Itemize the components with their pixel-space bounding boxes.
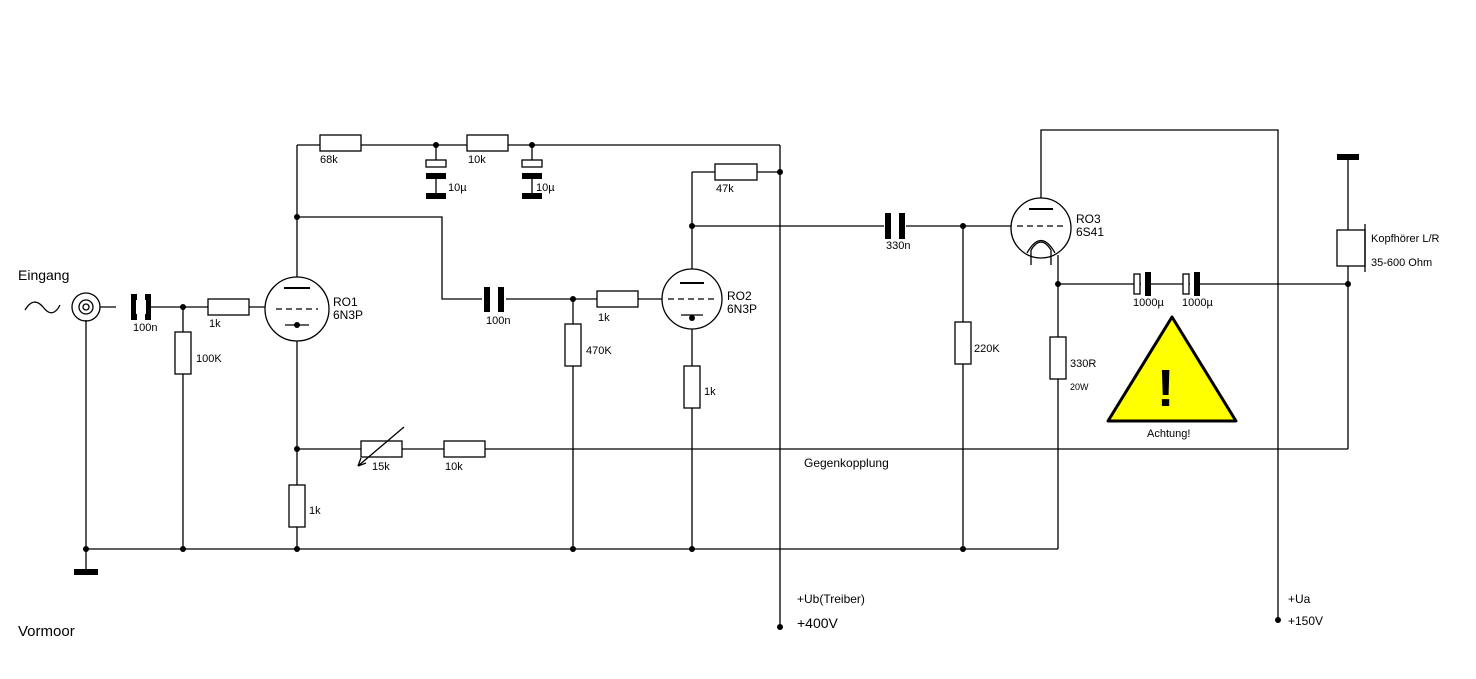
c-10u-2-label: 10µ — [536, 182, 555, 194]
diagram-title: Vormoor — [18, 623, 75, 640]
input-jack — [24, 292, 101, 322]
headphones-label-2: 35-600 Ohm — [1371, 257, 1432, 269]
grid-resistor-1 — [207, 298, 250, 316]
ro3-name: RO3 — [1076, 212, 1101, 226]
ro1-name: RO1 — [333, 295, 358, 309]
r-220k-label: 220K — [974, 343, 1000, 355]
c-out2-label: 1000µ — [1182, 297, 1213, 309]
tube-ro2 — [661, 268, 723, 330]
cathode-resistor-2 — [683, 365, 701, 409]
warning-label: Achtung! — [1147, 428, 1190, 440]
tube-ro1 — [264, 276, 330, 342]
input-capacitor — [131, 294, 151, 320]
junction-dots — [83, 142, 1351, 630]
r-10k-supply-label: 10k — [468, 154, 486, 166]
r-cath2-label: 1k — [704, 386, 716, 398]
r-68k-label: 68k — [320, 154, 338, 166]
input-label: Eingang — [18, 267, 69, 283]
r-10k-fb-label: 10k — [445, 461, 463, 473]
cathode-resistor-1 — [288, 484, 306, 528]
r-330r-power-label: 20W — [1070, 382, 1089, 392]
c-couple-label: 100n — [486, 315, 510, 327]
resistor-330r — [1049, 336, 1067, 380]
r-cath1-label: 1k — [309, 505, 321, 517]
feedback-potentiometer — [357, 426, 405, 467]
resistor-470k — [564, 323, 582, 367]
output-capacitor-2 — [1182, 272, 1200, 296]
resistor-10k-supply — [466, 134, 509, 152]
ro2-type: 6N3P — [727, 302, 757, 316]
ub-value: +400V — [797, 615, 839, 631]
r-470k-label: 470K — [586, 345, 612, 357]
resistor-47k — [714, 163, 758, 181]
capacitor-330n — [885, 213, 905, 239]
electrolytic-cap-1 — [425, 159, 447, 199]
r-grid2-label: 1k — [598, 312, 610, 324]
r-100k-label: 100K — [196, 353, 222, 365]
ub-label: +Ub(Treiber) — [797, 592, 865, 606]
grid-resistor-2 — [596, 290, 639, 308]
ac-source-icon — [24, 301, 61, 314]
c-10u-1-label: 10µ — [448, 182, 467, 194]
warning-triangle-icon — [1106, 315, 1238, 423]
ua-label: +Ua — [1288, 592, 1311, 606]
warning-exclamation: ! — [1157, 360, 1174, 418]
c-330n-label: 330n — [886, 240, 910, 252]
ro1-type: 6N3P — [333, 308, 363, 322]
ua-value: +150V — [1288, 614, 1323, 628]
headphones-label-1: Kopfhörer L/R — [1371, 233, 1440, 245]
r-grid1-label: 1k — [209, 318, 221, 330]
ro2-name: RO2 — [727, 289, 752, 303]
resistor-100k — [174, 331, 192, 375]
output-capacitor-1 — [1133, 272, 1151, 296]
c-in-label: 100n — [133, 322, 157, 334]
tube-ro3 — [1010, 197, 1072, 265]
feedback-label: Gegenkopplung — [804, 456, 889, 470]
pot-15k-label: 15k — [372, 461, 390, 473]
c-out1-label: 1000µ — [1133, 297, 1164, 309]
r-47k-label: 47k — [716, 183, 734, 195]
ro3-type: 6S41 — [1076, 225, 1104, 239]
coupling-capacitor — [484, 287, 504, 312]
resistor-220k — [954, 321, 972, 365]
feedback-resistor-10k — [443, 440, 486, 458]
headphone-speaker-icon — [1336, 154, 1366, 272]
electrolytic-cap-2 — [521, 159, 543, 199]
resistor-68k — [319, 134, 362, 152]
r-330r-label: 330R — [1070, 358, 1096, 370]
